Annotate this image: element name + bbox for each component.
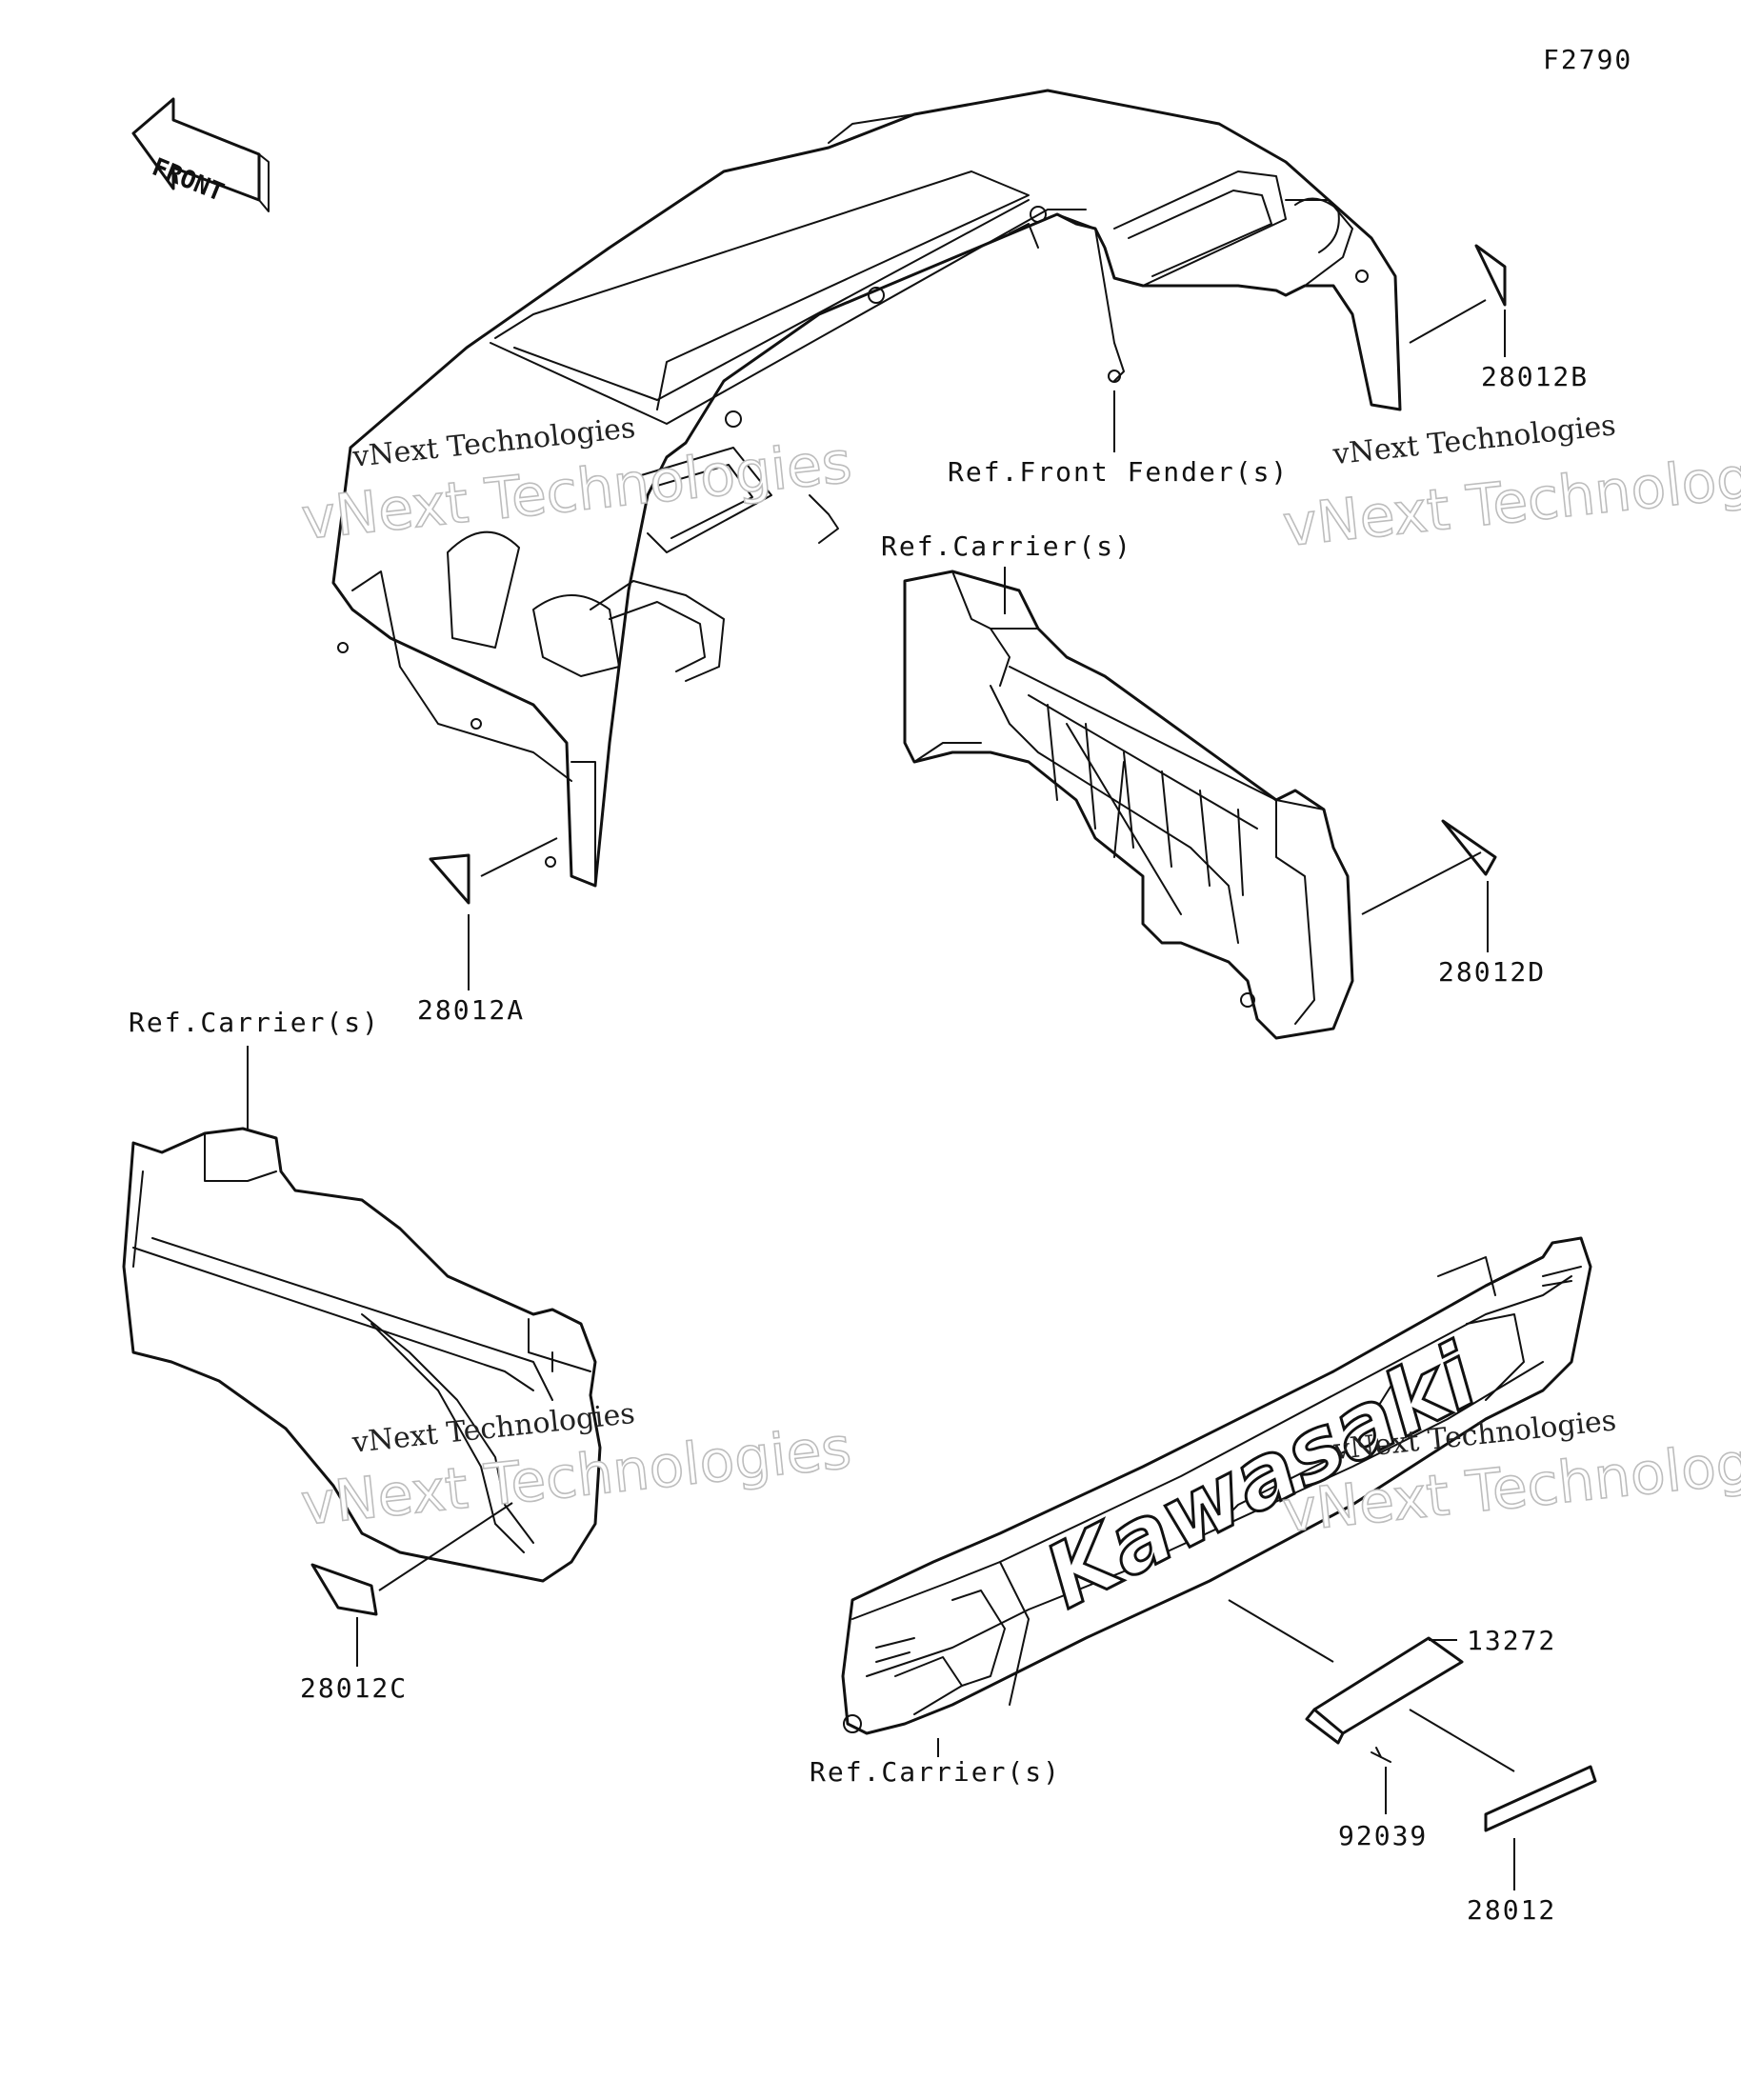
left-carrier-drawing [122, 1127, 602, 1583]
decal-28012c [310, 1563, 378, 1616]
decal-28012d [1441, 819, 1497, 876]
ref-carrier-upper: Ref.Carrier(s) [881, 530, 1132, 562]
front-arrow-label: FRONT [148, 153, 228, 208]
ref-carrier-bottom: Ref.Carrier(s) [810, 1756, 1061, 1788]
leader-28012c [356, 1502, 513, 1667]
decal-28012 [1484, 1765, 1597, 1832]
part-28012d: 28012D [1438, 956, 1546, 988]
front-fender-drawing [331, 89, 1402, 888]
leader-28012b [1409, 299, 1506, 357]
part-28012: 28012 [1467, 1894, 1556, 1926]
leader-92039 [1385, 1709, 1515, 1814]
leader-28012d [1361, 851, 1489, 952]
plate-13272 [1305, 1636, 1464, 1745]
part-92039: 92039 [1338, 1820, 1428, 1851]
part-28012c: 28012C [300, 1672, 408, 1704]
watermark-left-bottom: vNext Technologies vNext Technologies [297, 1397, 855, 1540]
watermark-left-top: vNext Technologies vNext Technologies [298, 411, 856, 554]
part-13272: 13272 [1467, 1625, 1556, 1656]
front-arrow-icon: FRONT [131, 97, 270, 212]
ref-carrier-left: Ref.Carrier(s) [129, 1007, 380, 1038]
screw-92039 [1371, 1747, 1391, 1763]
leader-28012a [468, 837, 558, 990]
figure-code: F2790 [1543, 44, 1632, 75]
decal-28012a [429, 853, 470, 905]
part-28012a: 28012A [417, 994, 525, 1026]
decal-28012b [1474, 244, 1507, 307]
leader-13272 [1228, 1599, 1457, 1663]
upper-carrier-drawing [903, 570, 1354, 1040]
watermark-right-top: vNext Technologies vNext Technologies [1279, 409, 1741, 561]
part-28012b: 28012B [1481, 361, 1589, 392]
ref-front-fender: Ref.Front Fender(s) [948, 456, 1289, 488]
